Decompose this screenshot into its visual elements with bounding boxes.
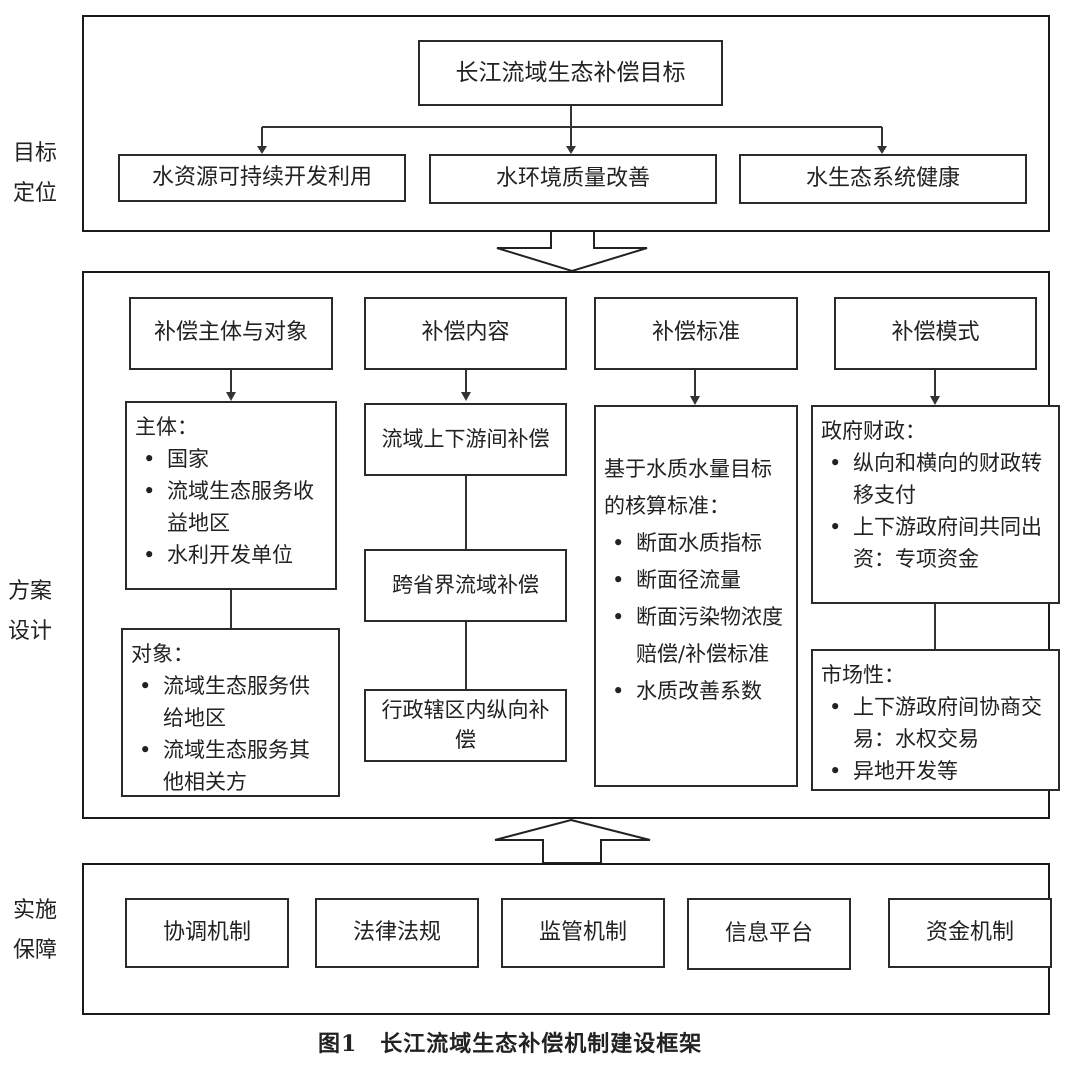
- down-block-arrow: [496, 230, 648, 273]
- impl-side-label: 实施保障: [12, 898, 57, 963]
- figure-caption: 图1 长江流域生态补偿机制建设框架: [318, 1031, 703, 1057]
- objects-box: 对象： 流域生态服务供给地区 流域生态服务其他相关方: [121, 628, 340, 797]
- col1-arrowhead: [226, 392, 236, 401]
- subject-item: 国家: [135, 443, 327, 475]
- object-item: 流域生态服务其他相关方: [131, 734, 330, 798]
- market-heading: 市场性：: [821, 663, 905, 687]
- subject-item: 流域生态服务收益地区: [135, 475, 327, 539]
- standard-box: 基于水质水量目标的核算标准： 断面水质指标 断面径流量 断面污染物浓度赔偿/补偿…: [594, 405, 798, 787]
- column-header-subject-object: 补偿主体与对象: [129, 297, 333, 370]
- government-heading: 政府财政：: [821, 419, 926, 443]
- government-item: 纵向和横向的财政转移支付: [821, 447, 1050, 511]
- impl-box-supervision: 监管机制: [501, 898, 665, 968]
- standard-item: 断面污染物浓度赔偿/补偿标准: [604, 599, 788, 673]
- impl-box-coordination: 协调机制: [125, 898, 289, 968]
- col3-arrowhead: [690, 396, 700, 405]
- impl-box-funding: 资金机制: [888, 898, 1052, 968]
- subjects-heading: 主体：: [135, 415, 198, 439]
- goal-sub-box-2: 水环境质量改善: [429, 154, 717, 204]
- standard-item: 断面水质指标: [604, 525, 788, 562]
- market-item: 异地开发等: [821, 755, 1050, 787]
- col2-arrowhead: [461, 392, 471, 401]
- goal-sub-box-1: 水资源可持续开发利用: [118, 154, 406, 202]
- goal-sub-box-3: 水生态系统健康: [739, 154, 1027, 204]
- content-box-cross-province: 跨省界流域补偿: [364, 549, 567, 622]
- goal-arrowhead-left: [257, 146, 267, 154]
- column-header-mode: 补偿模式: [834, 297, 1037, 370]
- up-block-arrow: [494, 818, 651, 864]
- col4-arrowhead: [930, 396, 940, 405]
- content-box-upstream-downstream: 流域上下游间补偿: [364, 403, 567, 476]
- content-box-vertical: 行政辖区内纵向补偿: [364, 689, 567, 762]
- goal-arrowhead-mid: [566, 146, 576, 154]
- goal-arrowhead-right: [877, 146, 887, 154]
- standard-item: 断面径流量: [604, 562, 788, 599]
- design-side-label: 方案设计: [7, 579, 52, 644]
- column-header-content: 补偿内容: [364, 297, 567, 370]
- object-item: 流域生态服务供给地区: [131, 670, 330, 734]
- goal-top-box: 长江流域生态补偿目标: [418, 40, 723, 106]
- market-box: 市场性： 上下游政府间协商交易：水权交易 异地开发等: [811, 649, 1060, 791]
- goal-side-label: 目标定位: [12, 141, 57, 206]
- impl-box-law: 法律法规: [315, 898, 479, 968]
- standard-item: 水质改善系数: [604, 673, 788, 710]
- government-item: 上下游政府间共同出资：专项资金: [821, 511, 1050, 575]
- subjects-box: 主体： 国家 流域生态服务收益地区 水利开发单位: [125, 401, 337, 590]
- market-item: 上下游政府间协商交易：水权交易: [821, 691, 1050, 755]
- column-header-standard: 补偿标准: [594, 297, 798, 370]
- subject-item: 水利开发单位: [135, 539, 327, 571]
- standard-heading: 基于水质水量目标的核算标准：: [604, 457, 772, 518]
- impl-box-info-platform: 信息平台: [687, 898, 851, 970]
- objects-heading: 对象：: [131, 642, 194, 666]
- goal-section-frame: [82, 15, 1050, 232]
- government-finance-box: 政府财政： 纵向和横向的财政转移支付 上下游政府间共同出资：专项资金: [811, 405, 1060, 604]
